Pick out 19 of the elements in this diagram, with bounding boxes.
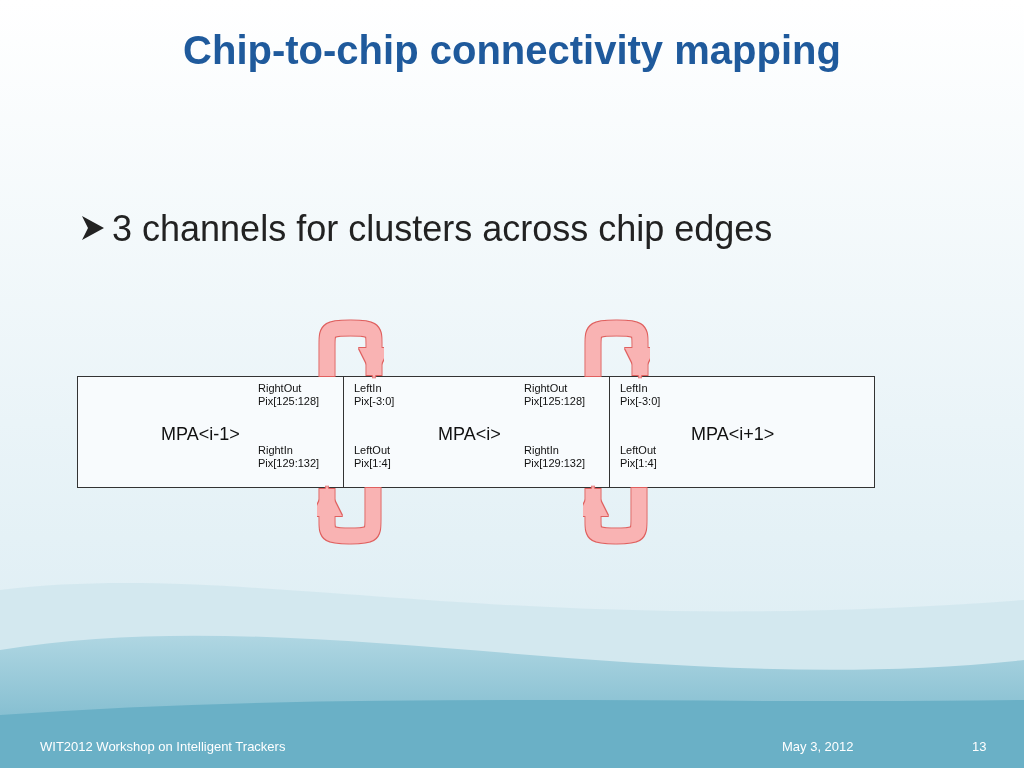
port-label: LeftOut Pix[1:4]: [354, 444, 391, 470]
port-label: RightIn Pix[129:132]: [524, 444, 586, 470]
page-number: 13: [972, 739, 987, 754]
chip-box: [609, 376, 875, 488]
chip-box: [343, 376, 610, 488]
chip-name: MPA<i-1>: [161, 423, 240, 445]
chip-name: MPA<i>: [438, 423, 501, 445]
footer-date: May 3, 2012: [782, 739, 854, 754]
chip-name: MPA<i+1>: [691, 423, 775, 445]
port-label: LeftIn Pix[-3:0]: [620, 382, 661, 408]
port-label: RightOut Pix[125:128]: [258, 382, 320, 408]
chip-box: [77, 376, 344, 488]
bullet-text: 3 channels for clusters across chip edges: [112, 208, 773, 250]
port-label: LeftOut Pix[1:4]: [620, 444, 657, 470]
slide-title: Chip-to-chip connectivity mapping: [182, 28, 842, 73]
footer-text: WIT2012 Workshop on Intelligent Trackers: [40, 739, 286, 754]
port-label: RightOut Pix[125:128]: [524, 382, 586, 408]
port-label: LeftIn Pix[-3:0]: [354, 382, 395, 408]
port-label: RightIn Pix[129:132]: [258, 444, 320, 470]
